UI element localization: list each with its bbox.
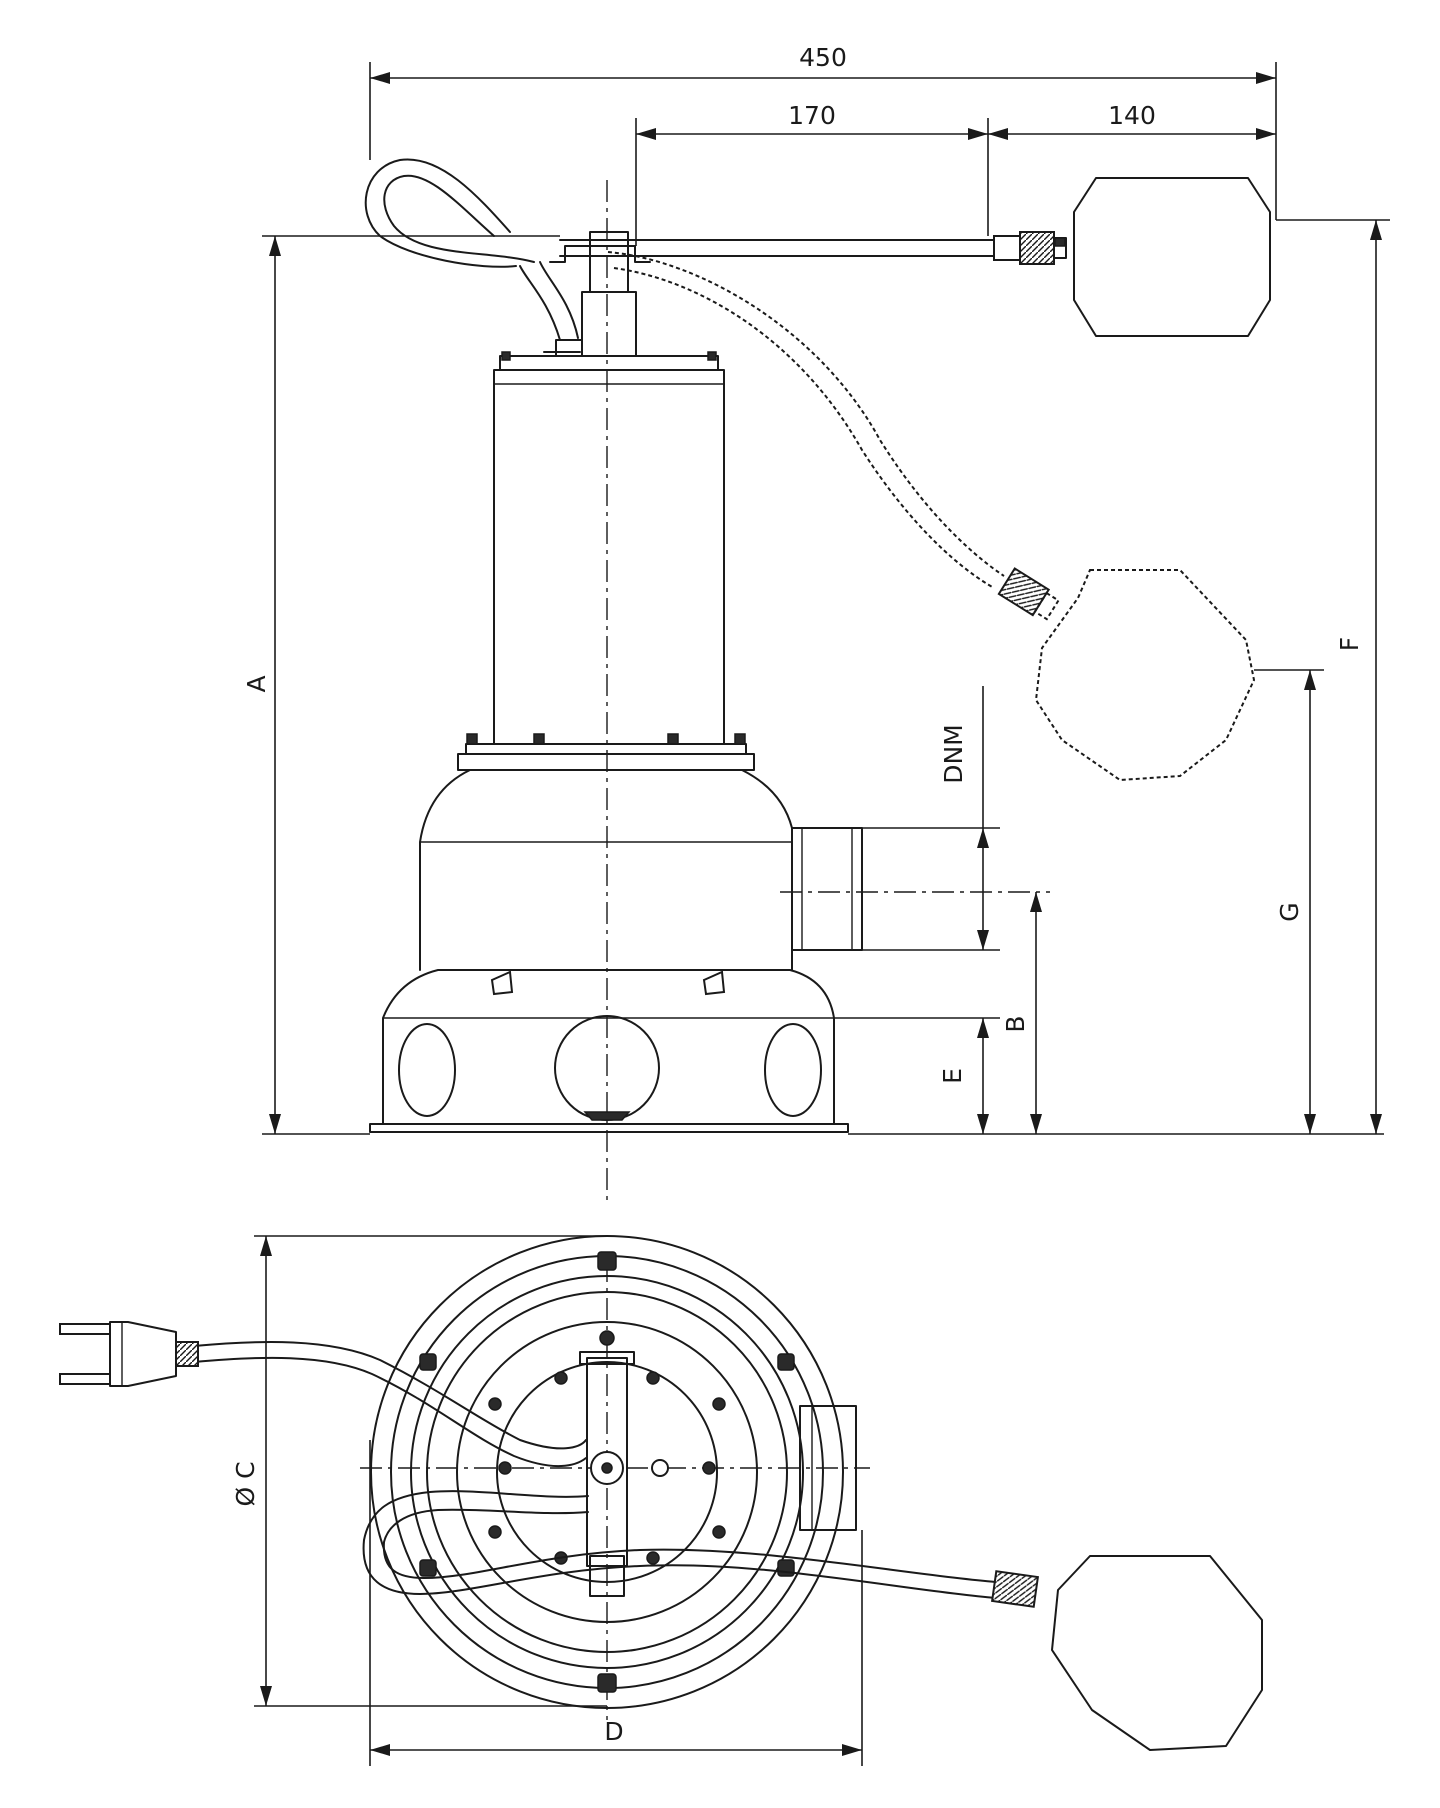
dim-label-height-f: F — [1335, 637, 1364, 651]
flange-bolts — [466, 733, 746, 745]
dim-label-width-d: D — [604, 1717, 623, 1746]
motor-cover — [496, 1361, 718, 1583]
strainer-skirt — [382, 969, 835, 1125]
motor-flange — [457, 753, 755, 771]
dim-label-height-g: G — [1275, 902, 1304, 921]
dim-label-height-a: A — [242, 675, 271, 692]
skirt-lug-right — [702, 970, 726, 996]
plan-bolts — [419, 1251, 795, 1693]
plan-view — [59, 1235, 1263, 1751]
skirt-lug-left — [490, 970, 514, 996]
volute-ring — [410, 1275, 804, 1669]
plan-power-cable — [193, 1341, 587, 1468]
float-cable-lower-position — [607, 251, 1005, 577]
dim-label-overall-width: 450 — [799, 43, 847, 72]
dim-label-diameter-c: Ø C — [231, 1461, 260, 1506]
base-plate — [369, 1123, 849, 1133]
dim-label-height-e: E — [938, 1068, 967, 1084]
float-upper-position — [1073, 177, 1271, 337]
plug-pin-lower — [59, 1373, 111, 1385]
motor-flange-ring — [456, 1321, 758, 1623]
power-cable-loop — [364, 158, 535, 268]
dim-label-outlet-size: DNM — [939, 724, 968, 784]
plan-float — [1051, 1555, 1263, 1751]
plan-riser-pipe — [586, 1357, 628, 1567]
discharge-outlet — [791, 827, 863, 951]
plan-float-cable — [362, 1490, 997, 1599]
pump-volute — [419, 769, 793, 971]
float-lower-position — [1034, 569, 1256, 782]
plan-discharge-outlet — [799, 1405, 857, 1531]
cable-riser — [519, 261, 579, 341]
motor-housing — [493, 369, 725, 745]
side-elevation-view — [364, 158, 1271, 1200]
plug-pin-upper — [59, 1323, 111, 1335]
float-arm-gland — [1019, 231, 1055, 265]
dimensions-side-view: 450 170 140 A DNM B — [242, 43, 1390, 1135]
riser-tee — [549, 245, 651, 263]
float-lower-gland — [997, 567, 1060, 621]
power-plug — [109, 1321, 177, 1387]
dim-label-pipe-length: 170 — [788, 101, 836, 130]
dim-label-height-b: B — [1001, 1015, 1030, 1032]
riser-pipe — [581, 291, 637, 357]
dim-label-float-width: 140 — [1108, 101, 1156, 130]
strainer-opening-left — [398, 1023, 456, 1117]
plan-float-gland — [990, 1570, 1040, 1608]
strainer-opening-right — [764, 1023, 822, 1117]
dimensions-plan-view: Ø C D — [231, 1235, 863, 1766]
